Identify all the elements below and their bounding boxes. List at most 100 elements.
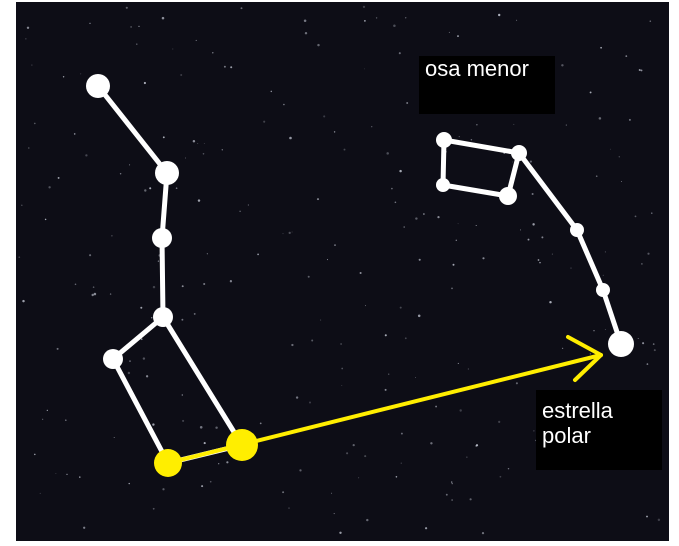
background-star <box>291 343 294 347</box>
background-star <box>181 394 183 396</box>
background-star <box>152 285 156 289</box>
background-star <box>129 164 131 166</box>
background-star <box>157 260 160 262</box>
background-star <box>394 201 397 204</box>
background-star <box>602 274 604 276</box>
background-star <box>532 223 535 226</box>
ursa-major-star <box>152 228 172 248</box>
background-star <box>257 253 260 256</box>
background-star <box>44 218 47 221</box>
background-star <box>565 124 567 126</box>
background-star <box>113 437 115 438</box>
background-star <box>598 117 602 120</box>
background-star <box>475 224 477 227</box>
background-star <box>435 405 438 408</box>
background-star <box>512 161 514 163</box>
background-star <box>65 419 67 422</box>
background-star <box>263 120 266 123</box>
background-star <box>529 160 532 163</box>
background-star <box>649 20 652 22</box>
background-star <box>642 342 645 345</box>
background-star <box>80 73 82 75</box>
background-star <box>144 189 147 192</box>
background-star <box>621 180 622 182</box>
background-star <box>551 253 553 255</box>
background-star <box>445 493 448 496</box>
background-star <box>203 142 205 144</box>
background-star <box>89 254 92 257</box>
background-star <box>589 91 592 94</box>
background-star <box>282 491 285 494</box>
background-star <box>423 213 425 215</box>
ursa-major-star <box>153 307 173 327</box>
background-star <box>384 388 387 391</box>
background-star <box>62 76 65 78</box>
background-star <box>138 25 140 28</box>
background-star <box>57 176 60 179</box>
background-star <box>386 152 389 155</box>
background-star <box>323 115 326 118</box>
background-star <box>304 31 308 35</box>
background-star <box>455 239 457 241</box>
background-star <box>604 329 606 330</box>
background-star <box>73 133 76 135</box>
background-star <box>628 118 631 121</box>
background-star <box>150 316 153 319</box>
background-star <box>482 257 485 260</box>
background-star <box>74 283 77 286</box>
background-star <box>128 482 130 485</box>
background-star <box>161 16 165 20</box>
background-star <box>393 24 396 27</box>
polaris-star <box>608 331 634 357</box>
background-star <box>346 452 349 455</box>
background-star <box>451 499 453 501</box>
background-star <box>143 81 146 85</box>
background-star <box>299 469 302 472</box>
background-star <box>539 261 541 264</box>
background-star <box>637 338 639 340</box>
background-star <box>140 306 143 309</box>
background-star <box>181 318 184 321</box>
background-star <box>136 43 138 45</box>
background-star <box>130 26 132 28</box>
background-star <box>352 443 355 447</box>
background-star <box>638 69 641 71</box>
background-star <box>145 375 149 378</box>
background-star <box>430 442 433 445</box>
background-star <box>282 233 284 235</box>
background-star <box>226 461 229 464</box>
background-star <box>364 68 365 70</box>
background-star <box>288 231 291 235</box>
background-star <box>199 426 203 429</box>
background-star <box>520 229 522 231</box>
background-star <box>83 526 86 529</box>
background-star <box>182 419 185 422</box>
background-star <box>513 123 515 125</box>
background-star <box>18 256 21 259</box>
background-star <box>459 409 462 412</box>
background-star <box>384 334 387 337</box>
background-star <box>259 422 262 425</box>
ursa-minor-star <box>436 132 452 148</box>
background-star <box>288 507 290 509</box>
background-star <box>175 187 178 190</box>
background-star <box>533 430 535 432</box>
background-star <box>541 236 544 239</box>
background-star <box>172 48 174 50</box>
pointer-star-merak <box>154 449 182 477</box>
ursa-major-star <box>103 349 123 369</box>
background-star <box>247 204 250 206</box>
background-star <box>341 385 343 386</box>
background-star <box>527 238 530 241</box>
background-star <box>388 373 390 375</box>
background-star <box>391 187 393 190</box>
background-star <box>498 13 501 17</box>
background-star <box>140 338 143 341</box>
background-star <box>162 488 165 491</box>
background-star <box>333 131 336 133</box>
background-star <box>308 401 312 404</box>
background-star <box>31 64 33 66</box>
background-star <box>437 215 440 219</box>
background-star <box>448 31 450 33</box>
background-star <box>653 349 656 352</box>
